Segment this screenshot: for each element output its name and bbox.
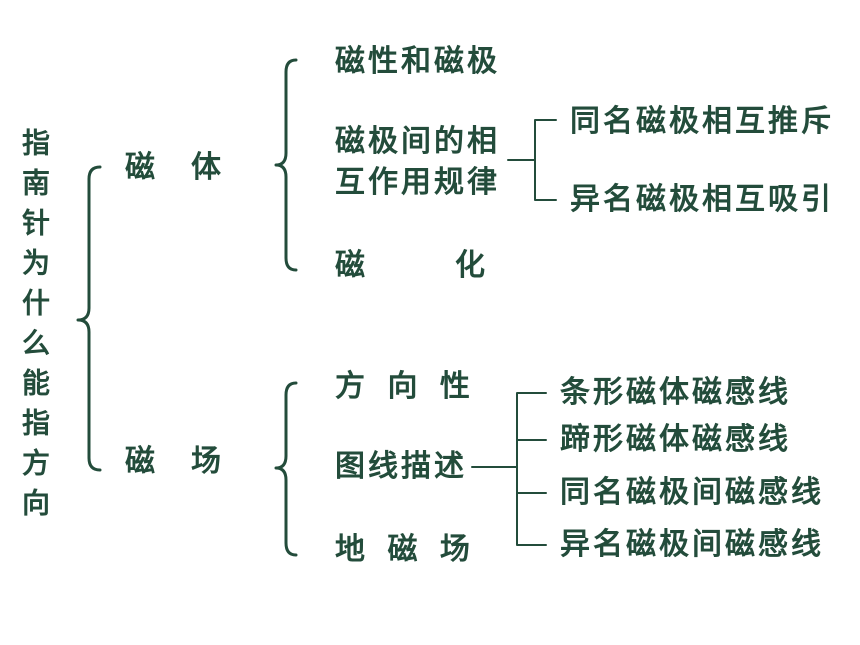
- interaction-item-line2: 互作用规律: [335, 165, 500, 200]
- rule-unlike-poles-attract: 异名磁极相互吸引: [570, 182, 834, 217]
- poles-item: 磁性和磁极: [335, 44, 500, 79]
- magnet-branch-label: 磁 体: [125, 150, 224, 185]
- magnetization-item: 磁 化: [335, 248, 495, 283]
- field-brace: [274, 381, 298, 557]
- field-branch-label: 磁 场: [125, 444, 224, 479]
- field-line-bar-magnet: 条形磁体磁感线: [560, 375, 791, 410]
- field-line-unlike-poles: 异名磁极间磁感线: [560, 527, 824, 562]
- rule-like-poles-repel: 同名磁极相互推斥: [570, 104, 834, 139]
- interaction-item-line1: 磁极间的相: [335, 124, 500, 159]
- root-brace: [76, 165, 102, 472]
- field-lines-connector: [471, 392, 547, 546]
- field-line-horseshoe-magnet: 蹄形磁体磁感线: [560, 422, 791, 457]
- interaction-rules-connector: [507, 119, 557, 201]
- earth-field-item: 地 磁 场: [335, 532, 476, 567]
- direction-item: 方 向 性: [335, 369, 476, 404]
- diagram-item: 图线描述: [335, 449, 467, 484]
- magnet-brace: [274, 58, 298, 272]
- field-line-like-poles: 同名磁极间磁感线: [560, 475, 824, 510]
- root-topic: 指南针为什么能指方向: [18, 128, 51, 528]
